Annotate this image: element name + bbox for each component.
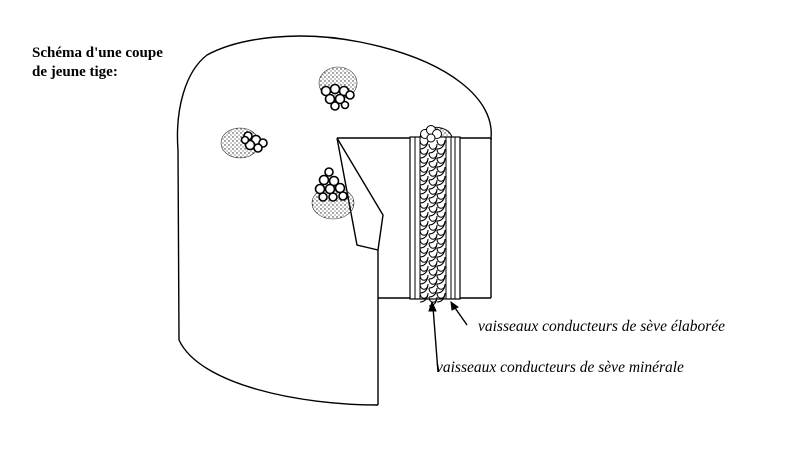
xylem-vessel-segment [428,179,438,190]
xylem-vessel-segment [436,211,446,222]
xylem-vessel-segment [419,220,429,231]
xylem-vessel-segment [419,157,429,168]
vascular-bundle-top [318,66,358,111]
xylem-vessel-segment [436,175,446,186]
xylem-vessel-segment [419,211,429,222]
title-line-2: de jeune tige: [32,64,118,80]
xylem-vessel-segment [428,170,438,181]
xylem-vessel-segment [436,238,446,249]
xylem-vessel-segment [419,202,429,213]
xylem-vessel-segment [428,197,438,208]
xylem-vessel-segment [428,287,438,298]
vascular-strip [409,136,461,300]
xylem-vessel-segment [436,202,446,213]
xylem-vessel-segment [419,292,429,303]
xylem-vessel-segment [419,256,429,267]
xylem-vessel-segment [419,184,429,195]
xylem-vessel-segment [436,148,446,159]
arrow-seve-elaboree [450,300,468,326]
xylem-vessel-segment [436,292,446,303]
xylem-vessel-segment [419,274,429,285]
xylem-vessel-segment [436,193,446,204]
xylem-vessel-segment [436,229,446,240]
xylem-vessel-segment [419,265,429,276]
xylem-vessel-segment [428,242,438,253]
xylem-vessel-segment [428,278,438,289]
diagram-title: Schéma d'une coupe de jeune tige: [32,44,163,82]
xylem-vessel-segment [428,188,438,199]
xylem-vessel-segment [436,274,446,285]
xylem-vessel-segment [436,283,446,294]
xylem-vessel-segment [436,184,446,195]
xylem-vessel-segment [419,283,429,294]
xylem-vessel-segment [436,247,446,258]
xylem-vessel-segment [419,166,429,177]
label-seve-elaboree: vaisseaux conducteurs de sève élaborée [478,318,726,335]
xylem-vessel-segment [428,224,438,235]
vascular-bundle-left [220,127,268,159]
xylem-vessel-segment [419,175,429,186]
bundle-top [419,125,453,143]
xylem-vessel-segment [428,215,438,226]
cut-away-section [336,137,492,299]
xylem-vessel-segment [428,161,438,172]
xylem-vessel-segment [428,233,438,244]
xylem-vessels [419,139,446,307]
title-line-1: Schéma d'une coupe [32,45,163,61]
xylem-vessel-segment [428,269,438,280]
xylem-vessel-segment [419,193,429,204]
xylem-vessel-segment [419,247,429,258]
xylem-vessel-segment [428,143,438,154]
xylem-vessel-segment [419,229,429,240]
vascular-bundle-lower [311,167,355,220]
xylem-vessel-segment [436,139,446,150]
xylem-vessel-segment [436,166,446,177]
xylem-vessel-segment [436,220,446,231]
label-seve-minerale: vaisseaux conducteurs de sève minérale [436,359,684,376]
xylem-vessel-segment [428,251,438,262]
arrow-seve-minerale [428,300,439,373]
xylem-vessel-segment [436,157,446,168]
xylem-vessel-segment [428,206,438,217]
xylem-vessel-segment [428,260,438,271]
xylem-vessel-segment [428,152,438,163]
xylem-vessel-segment [436,265,446,276]
xylem-vessel-segment [419,148,429,159]
xylem-vessel-segment [419,238,429,249]
xylem-vessel-segment [436,256,446,267]
